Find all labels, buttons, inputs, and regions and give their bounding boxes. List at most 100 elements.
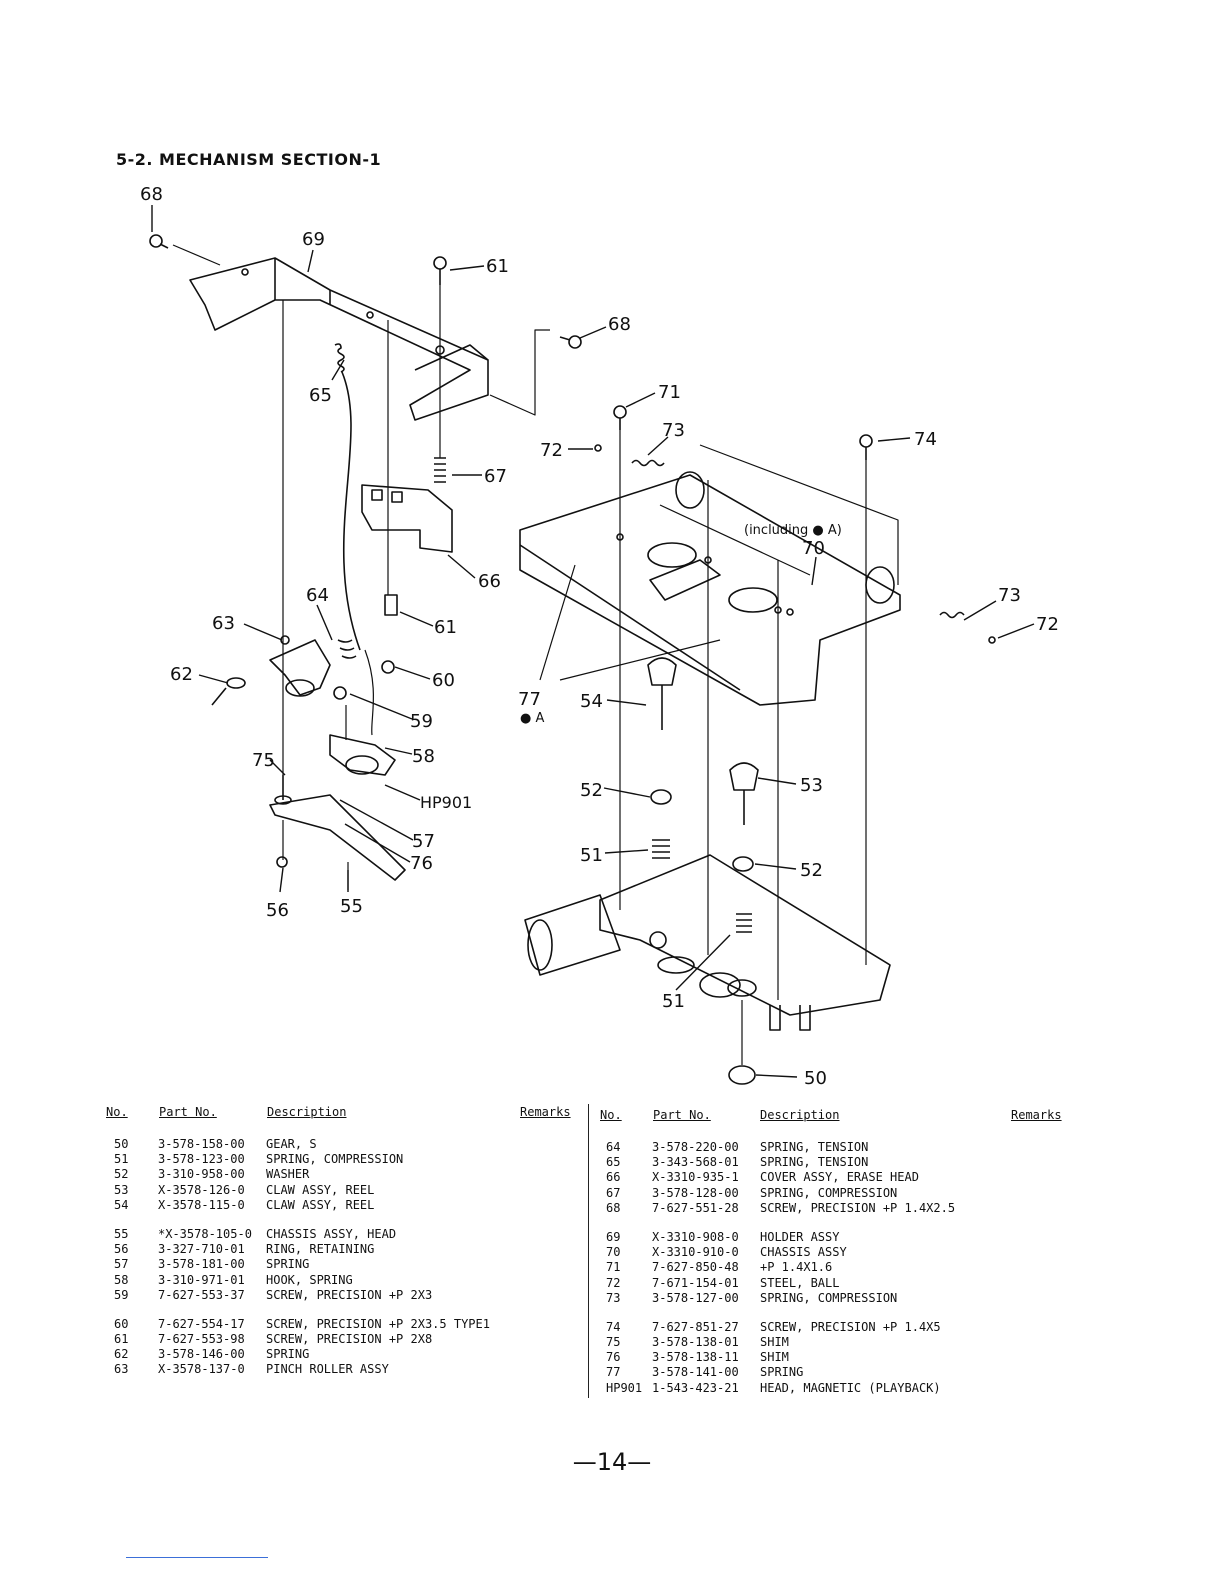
- part-number: X-3578-115-0: [158, 1197, 245, 1212]
- callout-72-left: 72: [540, 440, 563, 461]
- callout-73-right: 73: [998, 585, 1021, 606]
- part-description: +P 1.4X1.6: [760, 1260, 833, 1275]
- callout-leaders: [151, 205, 1035, 1078]
- part-description: WASHER: [266, 1167, 310, 1182]
- part-description: GEAR, S: [266, 1137, 317, 1151]
- holder-assy-part: [189, 257, 489, 421]
- callout-74: 74: [914, 429, 937, 450]
- part-description: STEEL, BALL: [760, 1275, 840, 1290]
- callout-54: 54: [580, 691, 603, 712]
- part-number: 3-578-158-00: [158, 1137, 245, 1151]
- callout-58: 58: [412, 746, 435, 767]
- callout-52-left: 52: [580, 780, 603, 801]
- part-description: SPRING, TENSION: [760, 1155, 869, 1170]
- exploded-view-diagram: 68 69 61 68 65 71 73 74 72 67 (including…: [140, 184, 1059, 1089]
- callout-69: 69: [302, 229, 325, 250]
- part-ref-no: 71: [606, 1260, 621, 1275]
- header-no: No.: [106, 1105, 128, 1119]
- part-ref-no: 59: [114, 1287, 129, 1302]
- callout-71: 71: [658, 382, 681, 403]
- part-number: 3-578-146-00: [158, 1347, 245, 1362]
- callout-73-top: 73: [662, 420, 685, 441]
- header-remarks: Remarks: [1011, 1108, 1062, 1122]
- part-number: *X-3578-105-0: [158, 1226, 252, 1241]
- header-description: Description: [760, 1108, 840, 1122]
- part-number: X-3310-935-1: [652, 1170, 739, 1185]
- part-ref-no: 65: [606, 1155, 621, 1170]
- part-ref-no: 72: [606, 1275, 621, 1290]
- head-chassis: [269, 775, 406, 881]
- callout-50: 50: [804, 1068, 827, 1089]
- header-part-no: Part No.: [653, 1108, 711, 1122]
- part-description: SCREW, PRECISION +P 2X3.5 TYPE1: [266, 1316, 490, 1331]
- part-number: 7-627-553-98: [158, 1332, 245, 1347]
- part-ref-no: 76: [606, 1350, 621, 1365]
- callout-61-mid: 61: [434, 617, 457, 638]
- springs-51: [652, 839, 752, 933]
- callout-70: 70: [802, 538, 825, 559]
- callout-75: 75: [252, 750, 275, 771]
- part-number: 3-310-958-00: [158, 1167, 245, 1182]
- part-ref-no: HP901: [606, 1380, 643, 1395]
- part-number: 7-627-554-17: [158, 1316, 245, 1331]
- part-description: SPRING, COMPRESSION: [266, 1152, 404, 1167]
- part-number: 3-578-128-00: [652, 1185, 739, 1200]
- callout-68-top: 68: [140, 184, 163, 205]
- screw-68-top: [149, 234, 169, 249]
- callout-59: 59: [410, 711, 433, 732]
- part-description: SCREW, PRECISION +P 1.4X2.5: [760, 1200, 956, 1215]
- part-description: CHASSIS ASSY, HEAD: [266, 1226, 397, 1241]
- section-title: 5-2. MECHANISM SECTION-1: [116, 150, 382, 169]
- part-number: 3-310-971-01: [158, 1272, 245, 1287]
- spring-67: [434, 457, 446, 483]
- part-ref-no: 68: [606, 1200, 621, 1215]
- part-ref-no: 66: [606, 1170, 621, 1185]
- decorative-line: [126, 1557, 268, 1558]
- part-ref-no: 73: [606, 1290, 621, 1305]
- part-number: 7-627-850-48: [652, 1260, 739, 1275]
- callout-65: 65: [309, 385, 332, 406]
- pinch-roller-assy: [269, 635, 331, 697]
- reel-claw-54: [647, 657, 677, 730]
- assembly-guide-lines: [172, 244, 899, 1065]
- part-number: 7-627-553-37: [158, 1287, 245, 1302]
- part-number: 7-671-154-01: [652, 1275, 739, 1290]
- screw-61-top: [433, 256, 447, 285]
- callout-77: 77: [518, 689, 541, 710]
- part-number: X-3578-137-0: [158, 1362, 245, 1377]
- callout-52-right: 52: [800, 860, 823, 881]
- part-ref-no: 77: [606, 1365, 621, 1380]
- callout-60: 60: [432, 670, 455, 691]
- part-description: CLAW ASSY, REEL: [266, 1197, 375, 1212]
- part-description: SPRING, TENSION: [760, 1140, 869, 1154]
- part-description: HOLDER ASSY: [760, 1229, 840, 1244]
- header-no: No.: [600, 1108, 622, 1122]
- callout-68-right: 68: [608, 314, 631, 335]
- chassis-assy: [519, 471, 901, 706]
- spring-62: [211, 677, 246, 706]
- part-ref-no: 51: [114, 1152, 129, 1167]
- part-number: 3-578-127-00: [652, 1290, 739, 1305]
- header-description: Description: [267, 1105, 347, 1119]
- part-number: 3-578-123-00: [158, 1152, 245, 1167]
- part-ref-no: 53: [114, 1182, 129, 1197]
- part-ref-no: 57: [114, 1257, 129, 1272]
- part-number: 3-327-710-01: [158, 1242, 245, 1257]
- reel-claw-53: [729, 762, 759, 825]
- part-ref-no: 56: [114, 1242, 129, 1257]
- washers-52: [650, 789, 754, 872]
- callout-66: 66: [478, 571, 501, 592]
- part-ref-no: 67: [606, 1185, 621, 1200]
- part-ref-no: 69: [606, 1229, 621, 1244]
- part-number: X-3310-910-0: [652, 1245, 739, 1260]
- callout-hp901: HP901: [420, 793, 472, 812]
- part-description: SPRING: [760, 1365, 804, 1380]
- part-description: PINCH ROLLER ASSY: [266, 1362, 389, 1377]
- header-part-no: Part No.: [159, 1105, 217, 1119]
- part-description: CLAW ASSY, REEL: [266, 1182, 375, 1197]
- part-ref-no: 61: [114, 1332, 129, 1347]
- part-description: SHIM: [760, 1350, 789, 1365]
- part-description: SPRING, COMPRESSION: [760, 1290, 898, 1305]
- callout-76: 76: [410, 853, 433, 874]
- part-description: RING, RETAINING: [266, 1242, 375, 1257]
